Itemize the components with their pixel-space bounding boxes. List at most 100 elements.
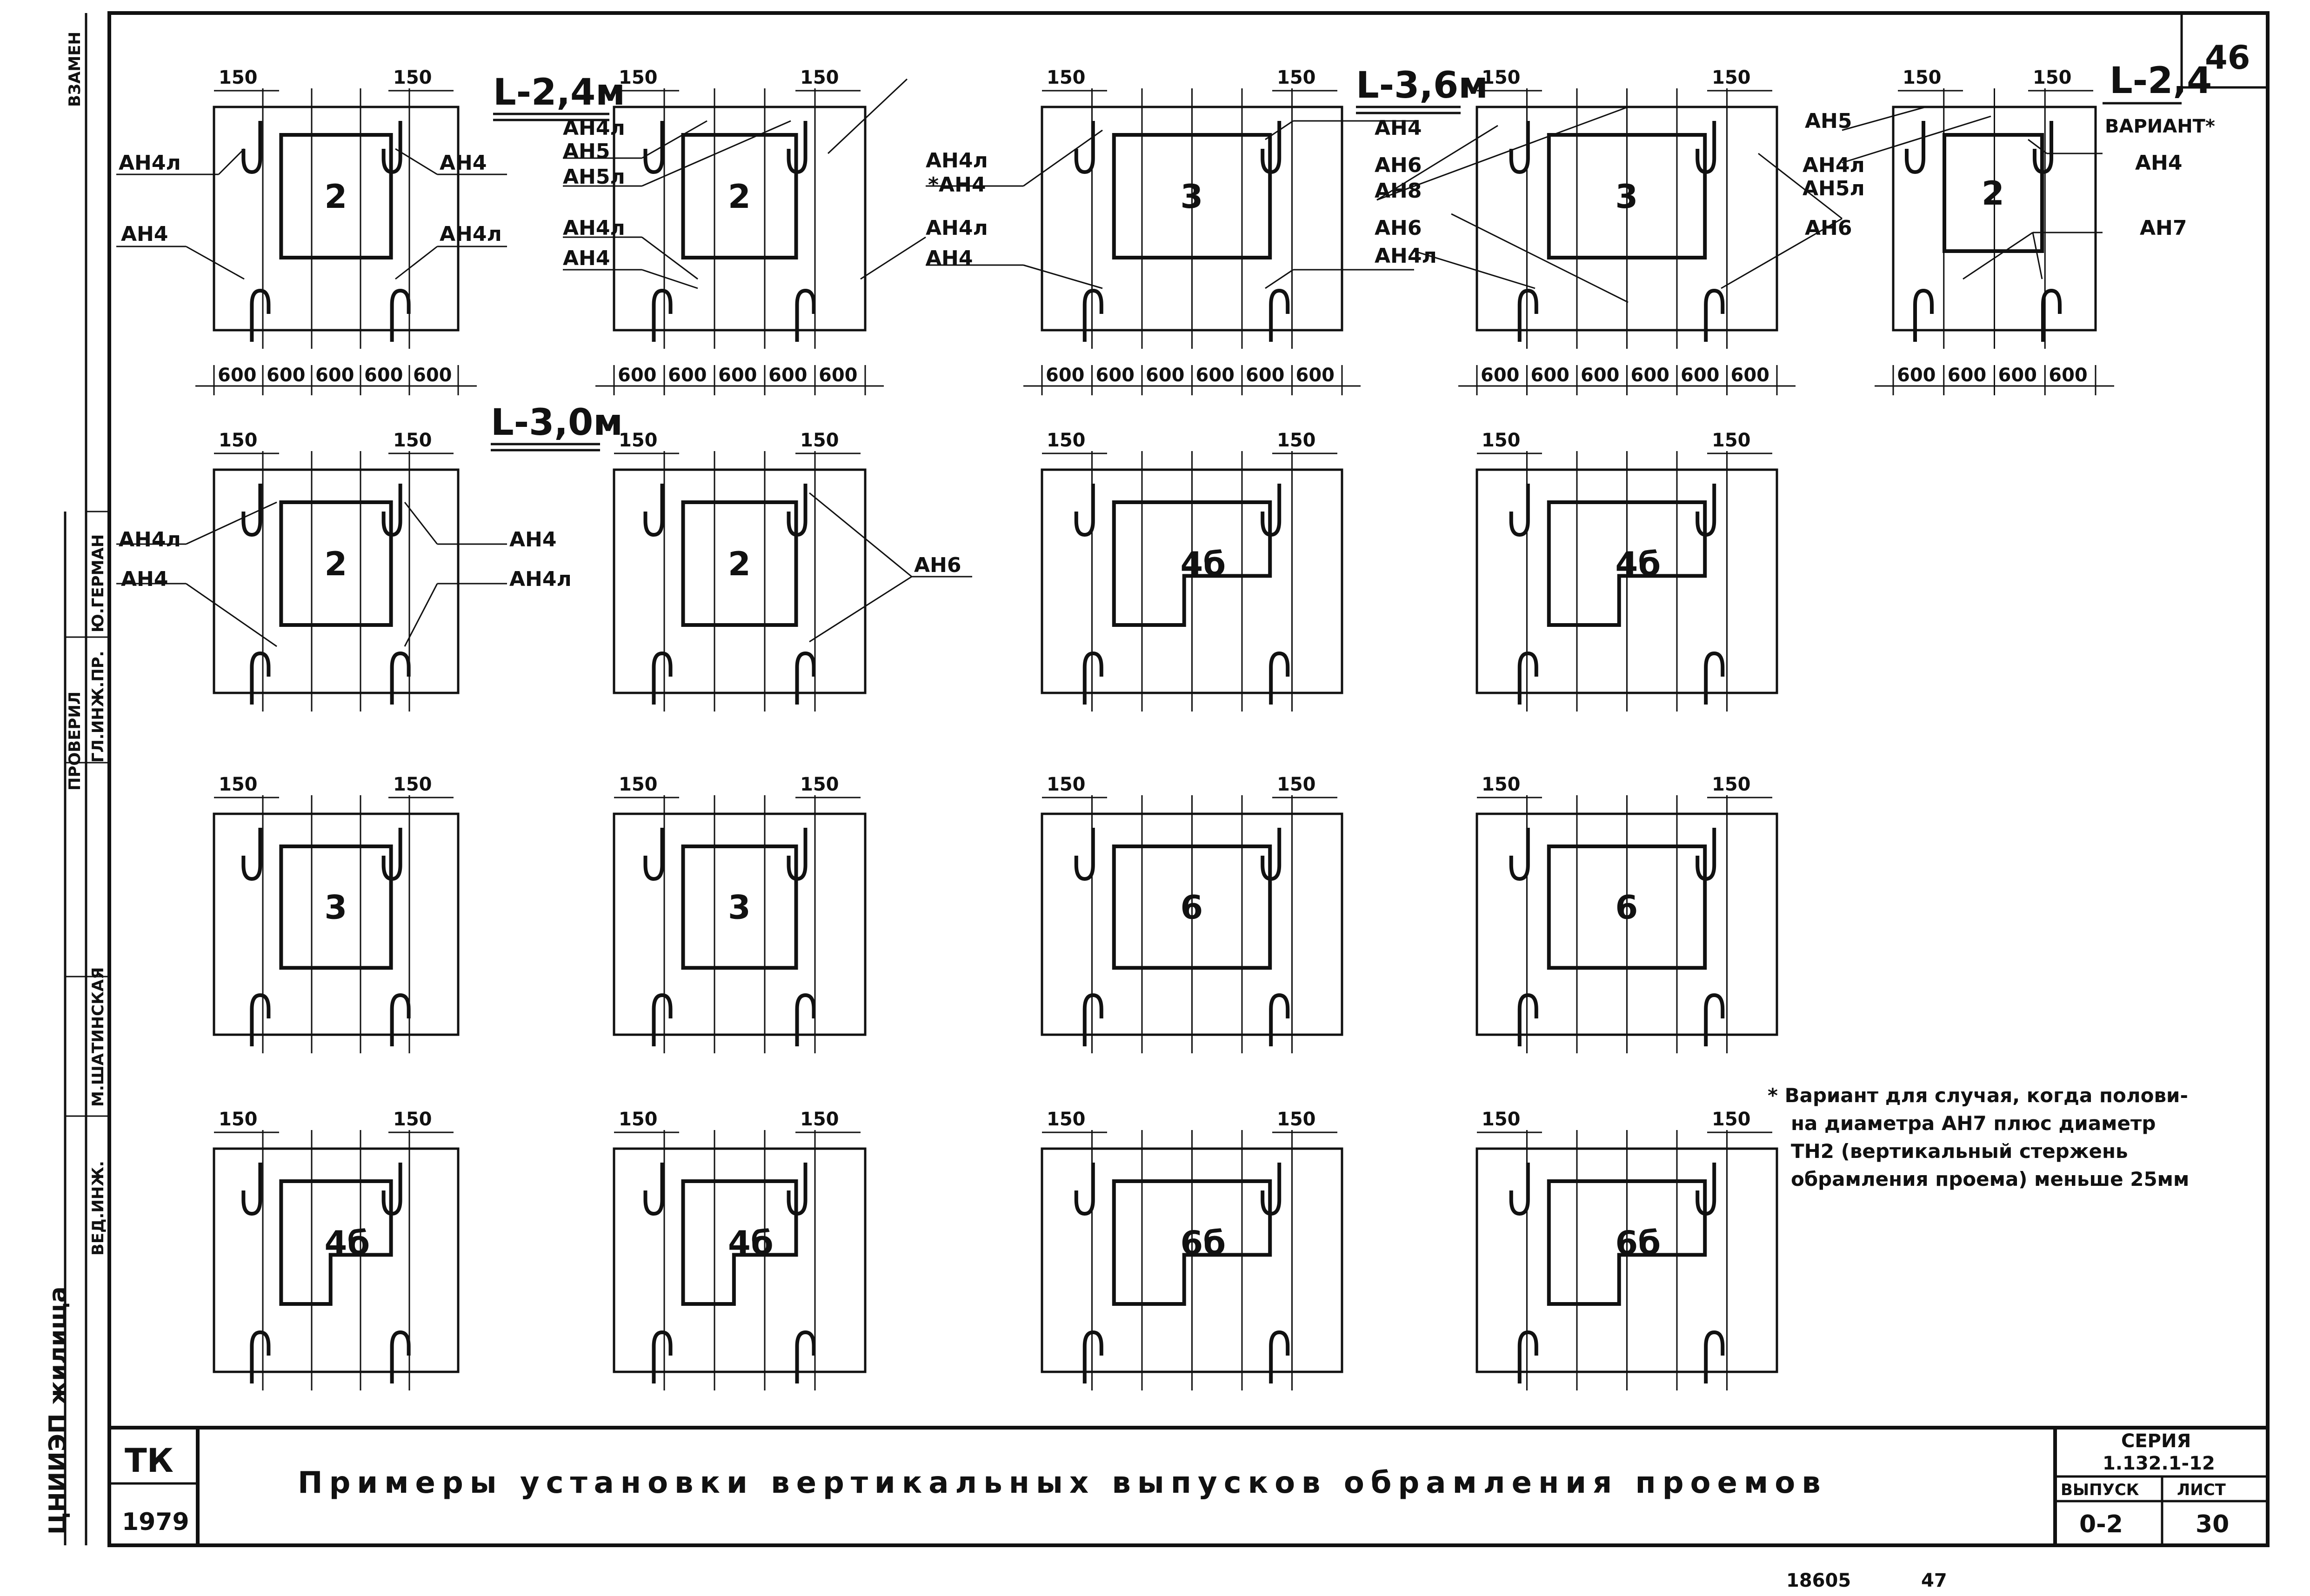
- panel-8: 3: [213, 795, 460, 1053]
- opening-outline: [681, 1179, 798, 1306]
- panel-outline: [213, 1147, 460, 1373]
- dim-150-left-13: 150: [214, 1109, 279, 1133]
- dimension-150: 150: [800, 1109, 839, 1130]
- dimension-150: 150: [619, 774, 658, 795]
- rebar-hook-bottom-left: [1517, 288, 1538, 342]
- opening-outline: [1943, 133, 2044, 253]
- dimension-600: 600: [1581, 365, 1620, 386]
- dimension-150: 150: [2033, 67, 2072, 88]
- rebar-hook-bottom-left: [652, 288, 673, 342]
- note-line-2: на диаметра АН7 плюс диаметр: [1791, 1112, 2156, 1135]
- list-label: ЛИСТ: [2177, 1481, 2226, 1499]
- label-ah4-7: АН4: [121, 567, 168, 591]
- panel-outline: [213, 106, 460, 332]
- label-ah4l-5: АН4л: [926, 149, 988, 173]
- opening-outline: [681, 133, 798, 259]
- opening-outline: [1547, 133, 1707, 259]
- label-ah5l-1: АН5л: [563, 165, 625, 189]
- dimension-600: 600: [1731, 365, 1770, 386]
- rebar-hook-bottom-right: [795, 993, 816, 1046]
- opening-number: 6б: [1616, 1224, 1661, 1262]
- rebar-hook-top-left: [643, 121, 664, 174]
- dim-150-left-12: 150: [1477, 774, 1542, 798]
- dimension-600: 600: [1948, 365, 1987, 386]
- rebar-hook-top-right: [381, 121, 402, 174]
- dimension-150: 150: [1712, 67, 1751, 88]
- rebar-hook-bottom-right: [390, 288, 411, 342]
- opening-outline: [1547, 1179, 1707, 1306]
- dimension-150: 150: [1047, 774, 1086, 795]
- rebar-hook-top-right: [381, 828, 402, 881]
- dimension-150: 150: [800, 430, 839, 451]
- label-ah4l-8: АН4л: [1803, 153, 1865, 177]
- panel-outline: [613, 106, 867, 332]
- label-ah4l-4: АН4л: [563, 216, 625, 240]
- rebar-hook-top-left: [1509, 1163, 1530, 1216]
- opening-number: 4б: [1181, 545, 1226, 583]
- note-line-4: обрамления проема) меньше 25мм: [1791, 1168, 2189, 1190]
- dimension-150: 150: [219, 67, 258, 88]
- panel-12: 4б: [213, 1130, 460, 1390]
- dimension-600: 600: [1146, 365, 1185, 386]
- rebar-hook-bottom-left: [1913, 288, 1934, 342]
- dimension-150: 150: [1277, 1109, 1316, 1130]
- dimension-600: 600: [1296, 365, 1335, 386]
- side-label-shatinskaya: М.ШАТИНСКАЯ: [89, 967, 107, 1107]
- series-code: 1.132.1-12: [2103, 1453, 2215, 1474]
- rebar-hook-bottom-left: [1082, 651, 1103, 705]
- panel-0: 2: [213, 88, 460, 349]
- opening-number: 2: [728, 545, 751, 583]
- dimension-600: 600: [267, 365, 306, 386]
- dim-150-left-1: 150: [214, 67, 279, 92]
- dim-150-right-15: 150: [1272, 1109, 1337, 1133]
- dimension-150: 150: [1903, 67, 1942, 88]
- rebar-hook-bottom-left: [652, 1330, 673, 1383]
- opening-number: 6: [1181, 889, 1203, 927]
- rebar-hook-top-right: [1696, 121, 1716, 174]
- rebar-hook-top-left: [1074, 1163, 1095, 1216]
- dimension-150: 150: [619, 430, 658, 451]
- rebar-hook-top-right: [787, 121, 808, 174]
- label-ah4-1: АН4: [121, 222, 168, 246]
- dimension-600: 600: [413, 365, 452, 386]
- panel-13: 4б: [613, 1130, 867, 1390]
- rebar-hook-bottom-right: [2041, 288, 2062, 342]
- panel-9: 3: [613, 795, 867, 1053]
- panel-outline: [613, 468, 867, 694]
- rebar-hook-bottom-right: [390, 993, 411, 1046]
- dimension-600: 600: [1096, 365, 1135, 386]
- label-ah8: АН8: [1375, 179, 1422, 203]
- opening-number: 3: [728, 889, 751, 927]
- header-l24: L-2,4м: [493, 72, 625, 113]
- dimension-150: 150: [1482, 67, 1521, 88]
- opening-number: 2: [325, 545, 347, 583]
- label-ah5-1: АН5: [563, 140, 610, 163]
- dimension-600: 600: [618, 365, 657, 386]
- dim-150-left-7: 150: [1042, 430, 1107, 454]
- dimension-600: 600: [1046, 365, 1085, 386]
- rebar-hook-bottom-right: [795, 651, 816, 705]
- issue-value: 0-2: [2079, 1510, 2123, 1538]
- panel-11: 6: [1475, 795, 1778, 1053]
- dim-150-right-13: 150: [388, 1109, 454, 1133]
- rebar-hook-bottom-left: [1517, 993, 1538, 1046]
- dimension-150: 150: [393, 774, 432, 795]
- note-line-1: * Вариант для случая, когда полови-: [1768, 1084, 2188, 1107]
- label-ah4-5: АН4: [1375, 116, 1422, 140]
- rebar-hook-top-right: [1261, 121, 1282, 174]
- org-name: ЦНИИЭП жилища: [44, 1286, 72, 1535]
- opening-outline: [1547, 500, 1707, 627]
- dimension-150: 150: [619, 1109, 658, 1130]
- dimension-150: 150: [1277, 430, 1316, 451]
- rebar-labels: АН4л АН4 АН4 АН4л АН4л АН5 АН5л АН4л АН4…: [119, 109, 2187, 591]
- rebar-hook-top-left: [1074, 121, 1095, 174]
- leader-lines: [116, 78, 2103, 647]
- dim-150-right-4: 150: [1707, 67, 1772, 92]
- rebar-hook-top-right: [1261, 1163, 1282, 1216]
- side-label-german: Ю.ГЕРМАН: [89, 534, 107, 632]
- dim-150-right-9: 150: [388, 774, 454, 798]
- dimension-600: 600: [1196, 365, 1235, 386]
- label-ah4-6: АН4: [2135, 151, 2183, 175]
- side-label-ved-inzh: ВЕД.ИНЖ.: [89, 1161, 107, 1256]
